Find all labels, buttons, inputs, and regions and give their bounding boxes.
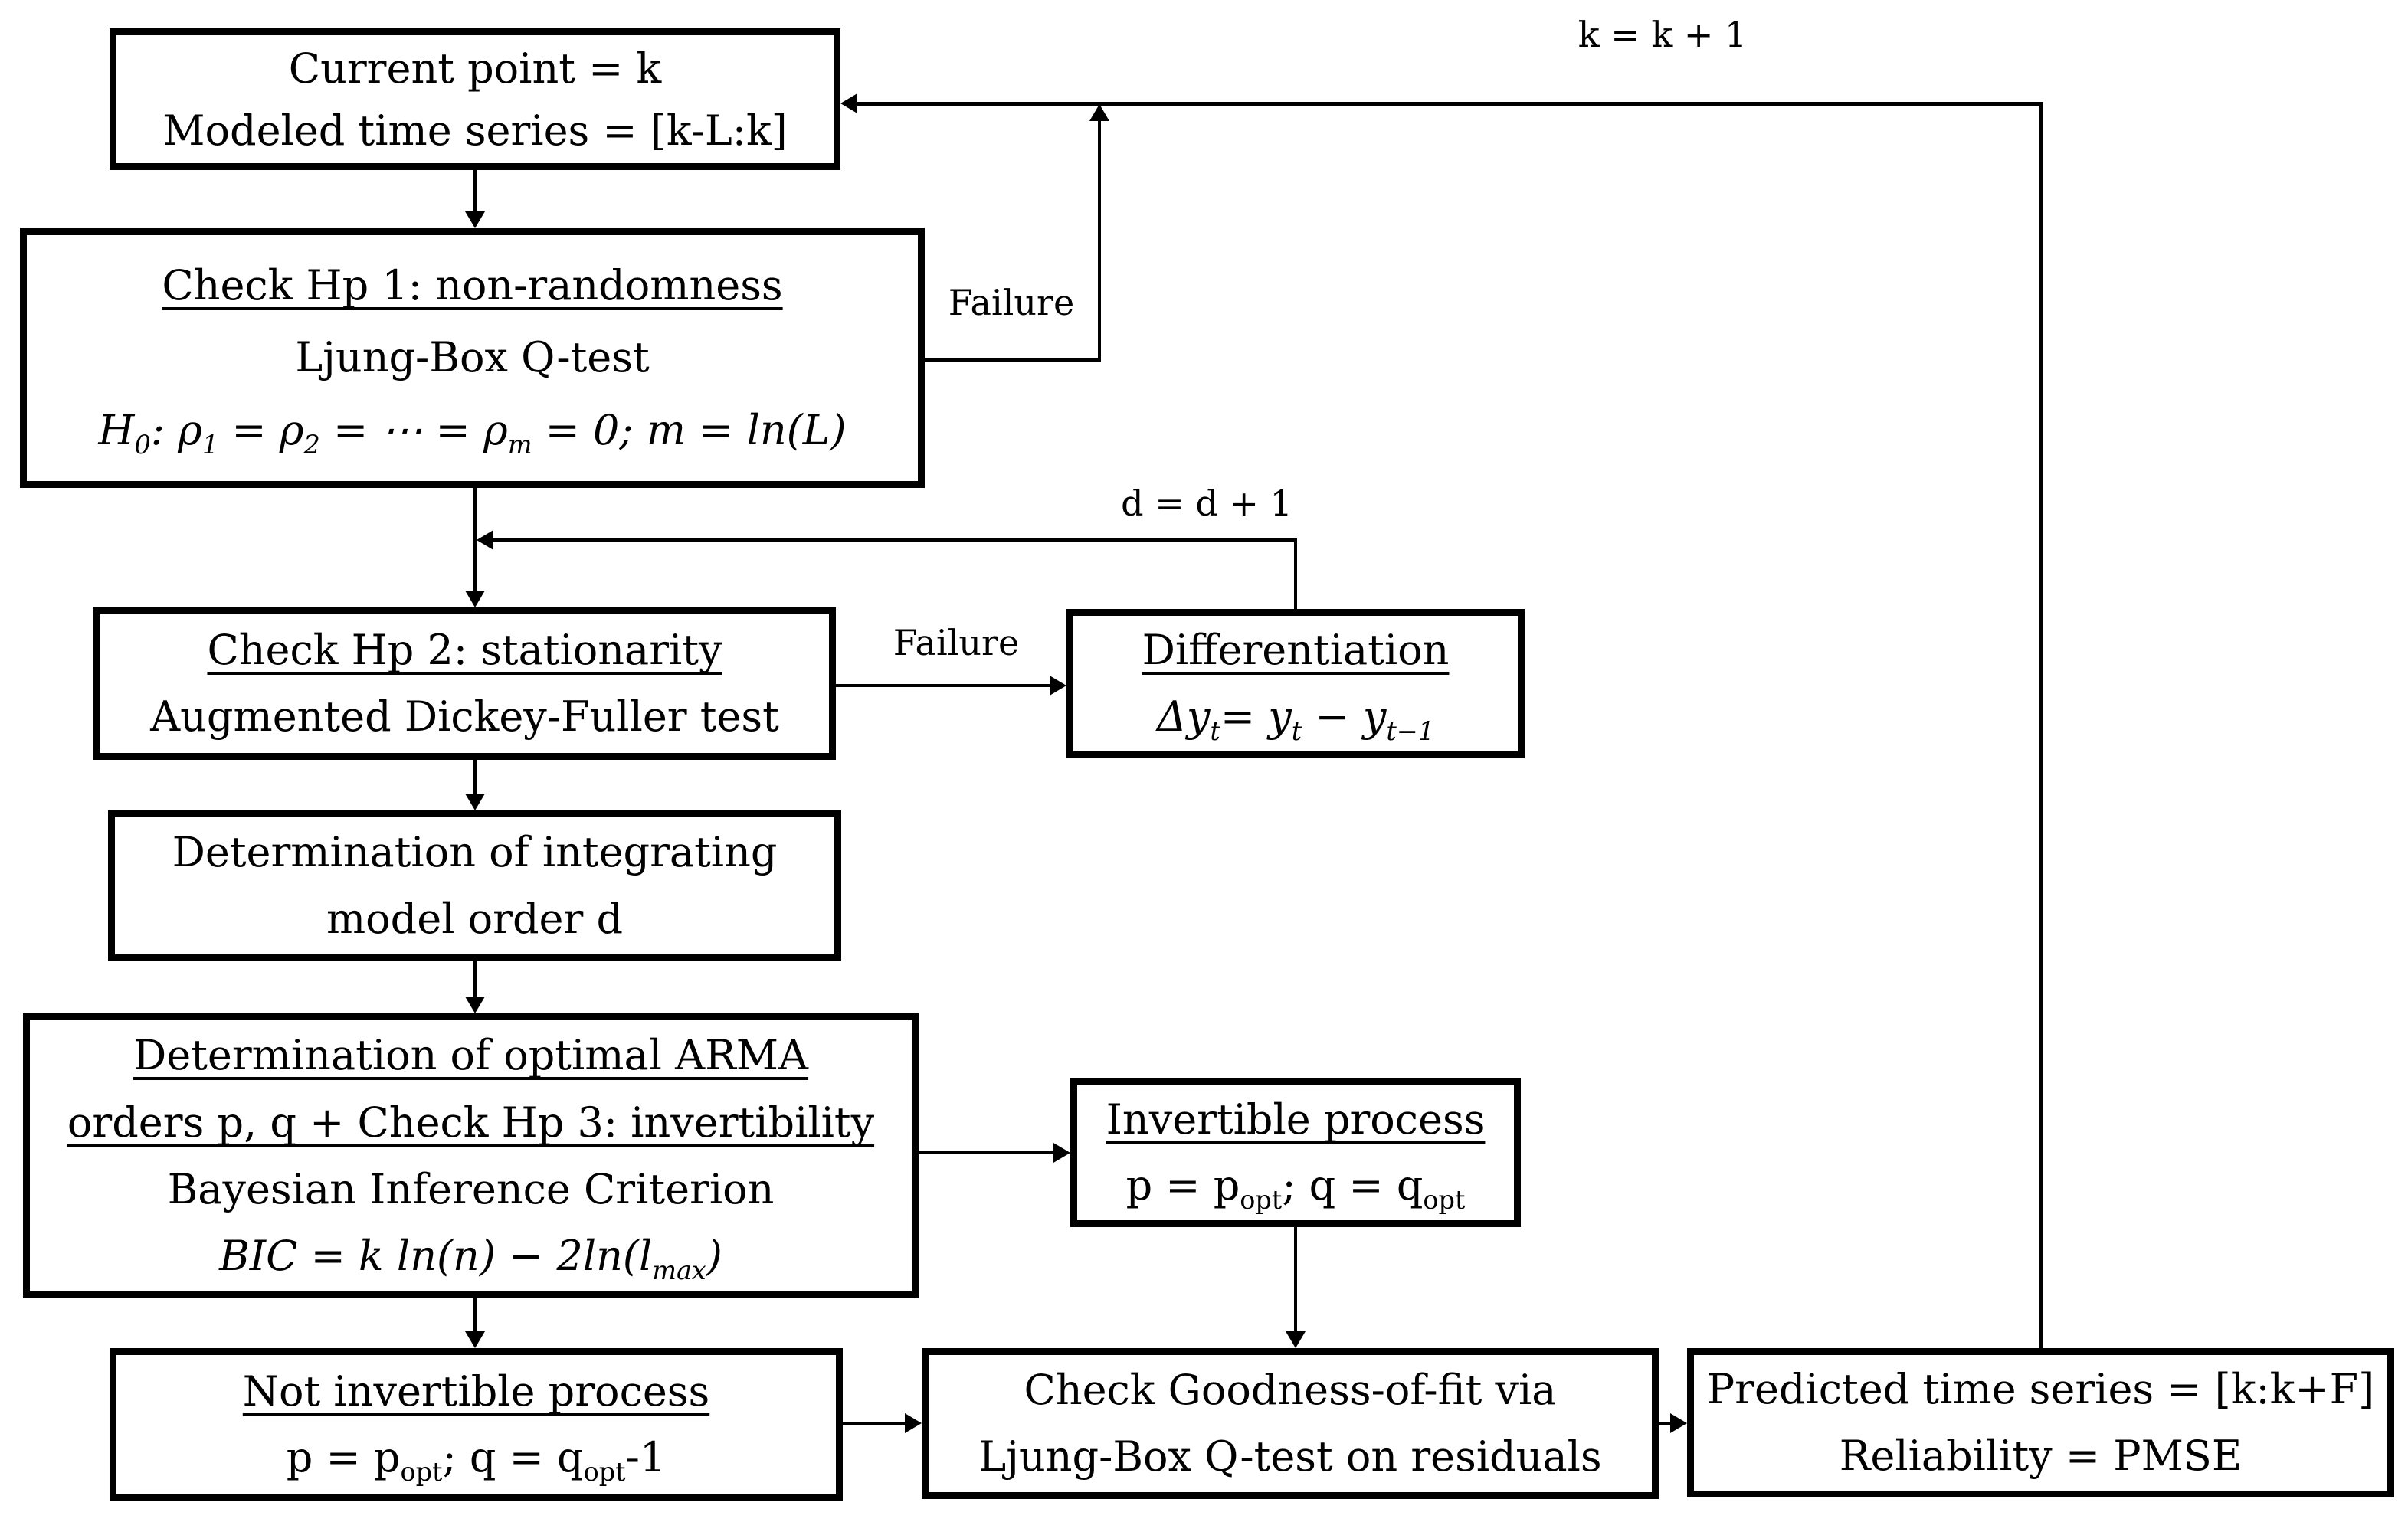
integrating-order-line2: model order d bbox=[326, 894, 624, 943]
box-check-hp2-stationarity: Check Hp 2: stationarity Augmented Dicke… bbox=[93, 607, 836, 760]
connector-current-to-hp1 bbox=[473, 170, 477, 214]
connector-hp1-failure-vertical bbox=[1098, 115, 1101, 362]
connector-goodness-to-predicted bbox=[1659, 1422, 1676, 1425]
arrowhead-down-into-arma bbox=[465, 997, 485, 1013]
box-not-invertible-process: Not invertible process p = popt; q = qop… bbox=[110, 1348, 843, 1501]
label-d-increment: d = d + 1 bbox=[1121, 483, 1292, 524]
goodness-line1: Check Goodness-of-fit via bbox=[1024, 1366, 1557, 1415]
box-current-point: Current point = k Modeled time series = … bbox=[110, 28, 840, 170]
connector-d-loop-vertical bbox=[1294, 538, 1297, 609]
connector-integrating-to-arma bbox=[473, 961, 477, 998]
arrowhead-left-into-hp2-connector bbox=[477, 530, 493, 550]
goodness-line2: Ljung-Box Q-test on residuals bbox=[978, 1432, 1602, 1481]
current-point-line: Current point = k bbox=[288, 44, 662, 93]
connector-feedback-vertical bbox=[2039, 102, 2043, 1348]
arrowhead-down-into-goodness bbox=[1286, 1331, 1306, 1348]
label-failure-non-randomness: Failure bbox=[948, 282, 1075, 323]
connector-feedback-horizontal bbox=[850, 102, 2043, 106]
arma-title-line2: orders p, q + Check Hp 3: invertibility bbox=[67, 1098, 875, 1147]
arrowhead-down-into-integrating bbox=[465, 794, 485, 810]
arrowhead-down-into-not-invertible bbox=[465, 1331, 485, 1348]
arrowhead-right-into-differentiation bbox=[1050, 676, 1066, 696]
differentiation-title: Differentiation bbox=[1142, 626, 1450, 675]
box-predicted-series: Predicted time series = [k:k+F] Reliabil… bbox=[1687, 1348, 2394, 1497]
connector-arma-to-invertible bbox=[919, 1151, 1060, 1154]
arrowhead-down-into-hp1 bbox=[465, 211, 485, 228]
arrowhead-up-into-feedback-line bbox=[1089, 104, 1109, 121]
connector-arma-to-not-invertible bbox=[473, 1298, 477, 1333]
connector-not-invertible-to-goodness bbox=[843, 1422, 911, 1425]
arrowhead-right-into-invertible bbox=[1053, 1143, 1070, 1163]
modeled-series-line: Modeled time series = [k-L:k] bbox=[162, 106, 788, 155]
arrowhead-right-into-goodness bbox=[905, 1413, 922, 1433]
differentiation-formula: Δyt= yt − yt−1 bbox=[1156, 692, 1435, 746]
integrating-order-line1: Determination of integrating bbox=[172, 828, 778, 877]
arrowhead-down-into-hp2 bbox=[465, 591, 485, 607]
connector-d-loop-horizontal bbox=[490, 538, 1297, 542]
predicted-series-line: Predicted time series = [k:k+F] bbox=[1706, 1365, 2375, 1414]
invertible-title: Invertible process bbox=[1106, 1095, 1486, 1144]
box-differentiation: Differentiation Δyt= yt − yt−1 bbox=[1066, 609, 1525, 758]
hp1-null-hypothesis-formula: H0: ρ1 = ρ2 = ⋯ = ρm = 0; m = ln(L) bbox=[98, 405, 847, 460]
not-invertible-pq-formula: p = popt; q = qopt-1 bbox=[286, 1433, 667, 1487]
reliability-line: Reliability = PMSE bbox=[1839, 1431, 2243, 1480]
label-failure-stationarity: Failure bbox=[893, 622, 1020, 663]
hp1-test-name: Ljung-Box Q-test bbox=[295, 333, 650, 382]
arma-criterion-name: Bayesian Inference Criterion bbox=[167, 1165, 775, 1213]
box-check-hp1-non-randomness: Check Hp 1: non-randomness Ljung-Box Q-t… bbox=[20, 228, 925, 488]
box-invertible-process: Invertible process p = popt; q = qopt bbox=[1070, 1078, 1521, 1227]
box-integrating-order: Determination of integrating model order… bbox=[108, 810, 841, 961]
not-invertible-title: Not invertible process bbox=[242, 1367, 710, 1416]
box-goodness-of-fit: Check Goodness-of-fit via Ljung-Box Q-te… bbox=[922, 1348, 1659, 1499]
arma-title-line1: Determination of optimal ARMA bbox=[133, 1031, 809, 1080]
arma-bic-formula: BIC = k ln(n) − 2ln(lmax) bbox=[219, 1232, 722, 1286]
connector-invertible-to-goodness bbox=[1294, 1227, 1297, 1334]
invertible-pq-formula: p = popt; q = qopt bbox=[1125, 1161, 1466, 1215]
hp2-title: Check Hp 2: stationarity bbox=[207, 626, 722, 675]
connector-hp1-failure-horizontal bbox=[925, 358, 1101, 362]
hp2-test-name: Augmented Dickey-Fuller test bbox=[150, 692, 779, 741]
connector-hp2-to-integrating bbox=[473, 760, 477, 795]
hp1-title: Check Hp 1: non-randomness bbox=[162, 260, 783, 309]
arrowhead-right-into-predicted bbox=[1670, 1413, 1687, 1433]
connector-hp1-to-hp2 bbox=[473, 488, 477, 592]
connector-hp2-failure bbox=[836, 684, 1056, 687]
box-arma-orders: Determination of optimal ARMA orders p, … bbox=[23, 1013, 919, 1298]
label-k-increment: k = k + 1 bbox=[1577, 14, 1748, 55]
arrowhead-left-into-current-box bbox=[840, 93, 857, 113]
